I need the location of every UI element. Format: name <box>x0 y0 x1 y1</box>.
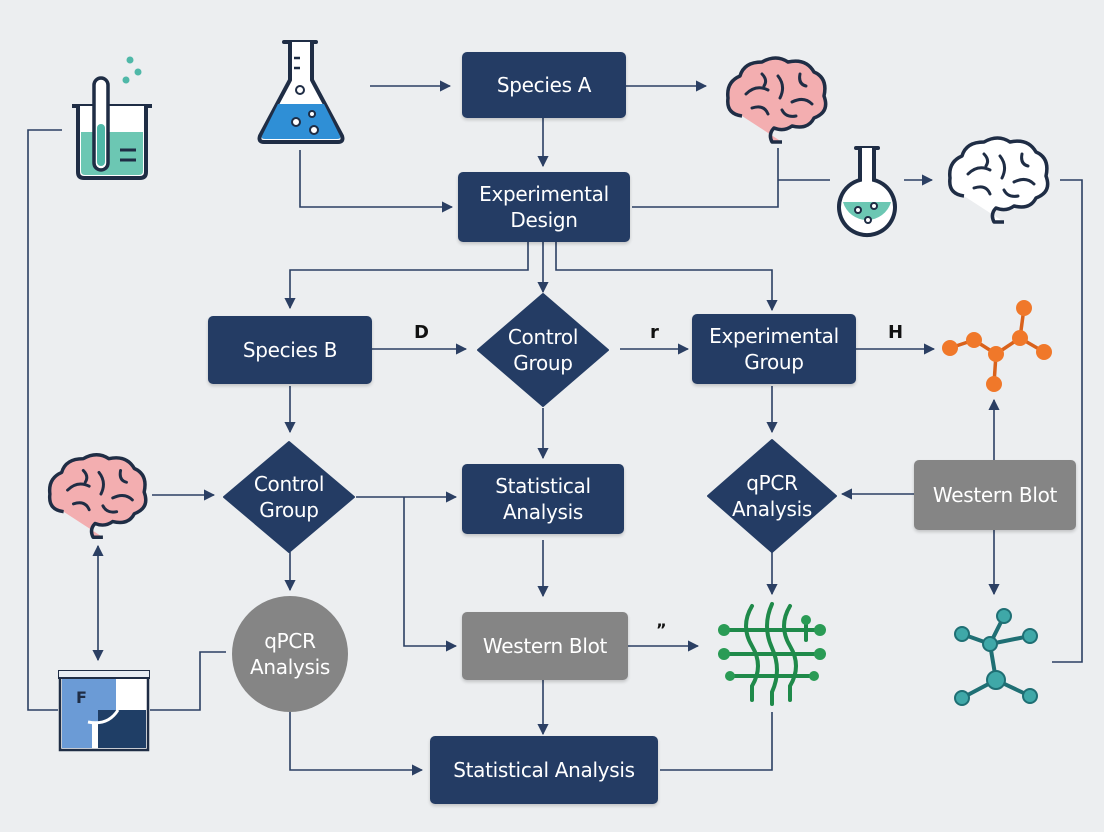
dna-icon <box>718 602 826 706</box>
connector <box>660 712 773 771</box>
connector <box>284 242 529 310</box>
connector <box>150 651 226 711</box>
edge-label-tick: ˮ <box>656 620 667 639</box>
diamond-label: Control Group <box>507 325 579 375</box>
document-icon-letter: F <box>76 688 87 707</box>
node-western-blot-center: Western Blot <box>462 612 628 680</box>
node-experimental-group: Experimental Group <box>692 314 856 384</box>
node-species-b: Species B <box>208 316 372 384</box>
diamond-label: Control Group <box>253 472 325 522</box>
node-statistical-analysis-bottom: Statistical Analysis <box>430 736 658 804</box>
edge-label-d: D <box>414 322 429 343</box>
node-control-group-left: Control Group <box>222 440 356 554</box>
node-experimental-design: Experimental Design <box>458 172 630 242</box>
node-species-a: Species A <box>462 52 626 118</box>
brain-icon <box>47 453 148 539</box>
brain-icon <box>726 56 828 144</box>
diamond-label: qPCR Analysis <box>731 471 812 521</box>
document-icon <box>58 670 150 752</box>
brain-outline-icon <box>948 136 1050 224</box>
connector <box>632 148 779 208</box>
diamond-shape <box>707 439 837 553</box>
diamond-shape <box>477 293 609 407</box>
diamond-shape <box>223 441 355 553</box>
connector <box>403 497 458 652</box>
connector <box>27 129 62 711</box>
connector <box>299 150 454 213</box>
molecule-icon <box>942 300 1052 392</box>
node-control-group-top: Control Group <box>476 292 610 408</box>
round-flask-icon <box>837 146 897 238</box>
edge-label-r: r <box>650 322 659 343</box>
connector <box>1052 179 1083 663</box>
node-western-blot-right: Western Blot <box>914 460 1076 530</box>
connector <box>289 712 424 776</box>
flask-icon <box>257 40 345 144</box>
connector <box>555 242 778 312</box>
node-qpcr-analysis-right: qPCR Analysis <box>706 438 838 554</box>
molecule-icon <box>954 608 1038 706</box>
beaker-icon <box>72 56 152 180</box>
edge-label-h: H <box>888 322 904 343</box>
node-statistical-analysis-mid: Statistical Analysis <box>462 464 624 534</box>
node-qpcr-analysis-gray: qPCR Analysis <box>232 596 348 712</box>
